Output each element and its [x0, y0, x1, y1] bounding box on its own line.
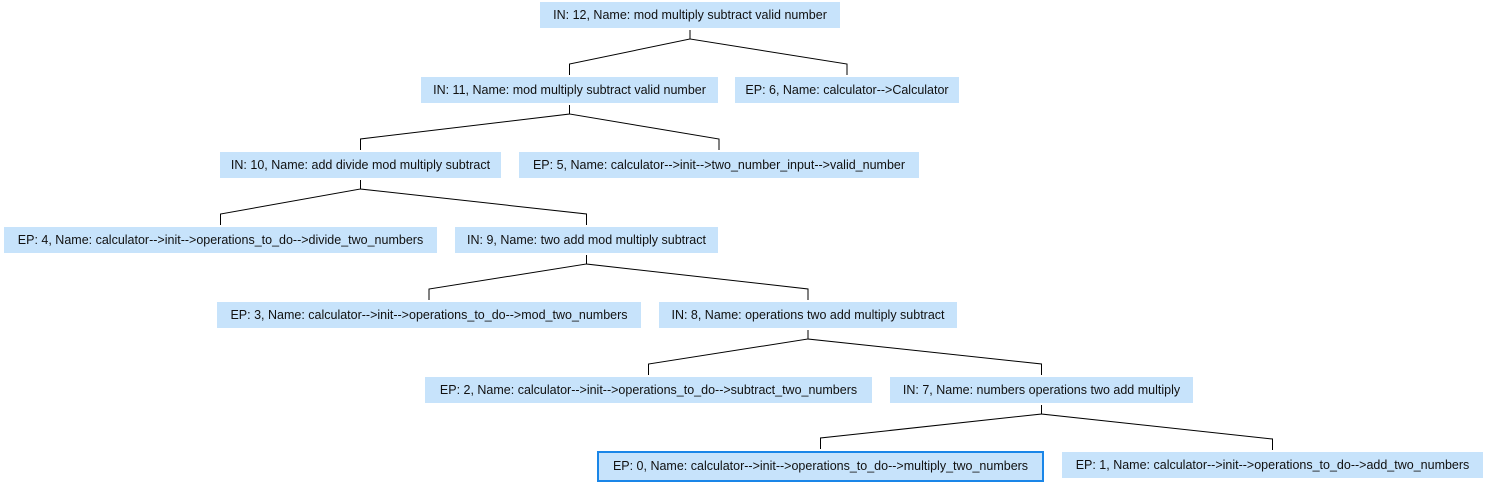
tree-edge-in12-ep6: [689, 30, 848, 75]
tree-node-ep-2[interactable]: EP: 2, Name: calculator-->init-->operati…: [425, 377, 872, 403]
tree-node-ep-4[interactable]: EP: 4, Name: calculator-->init-->operati…: [4, 227, 437, 253]
tree-node-ep-3[interactable]: EP: 3, Name: calculator-->init-->operati…: [217, 302, 641, 328]
tree-edge-in9-ep3: [428, 255, 587, 300]
tree-node-in-11[interactable]: IN: 11, Name: mod multiply subtract vali…: [421, 77, 718, 103]
tree-edge-in10-ep4: [220, 180, 361, 225]
tree-edge-in8-ep2: [648, 330, 809, 375]
tree-node-in-10[interactable]: IN: 10, Name: add divide mod multiply su…: [220, 152, 501, 178]
tree-node-ep-0[interactable]: EP: 0, Name: calculator-->init-->operati…: [597, 451, 1044, 482]
tree-edge-in7-ep1: [1041, 405, 1273, 450]
tree-node-ep-6[interactable]: EP: 6, Name: calculator-->Calculator: [735, 77, 959, 103]
tree-edge-in12-in11: [569, 30, 691, 75]
tree-node-in-12[interactable]: IN: 12, Name: mod multiply subtract vali…: [540, 2, 840, 28]
tree-node-in-8[interactable]: IN: 8, Name: operations two add multiply…: [659, 302, 957, 328]
tree-edge-in7-ep0: [820, 405, 1042, 449]
tree-edge-in8-in7: [807, 330, 1042, 375]
tree-edge-in11-ep5: [569, 105, 720, 150]
tree-edge-in11-in10: [360, 105, 570, 150]
tree-edge-in10-in9: [360, 180, 587, 225]
tree-node-in-7[interactable]: IN: 7, Name: numbers operations two add …: [890, 377, 1193, 403]
tree-node-ep-5[interactable]: EP: 5, Name: calculator-->init-->two_num…: [519, 152, 919, 178]
tree-edge-in9-in8: [586, 255, 809, 300]
tree-node-in-9[interactable]: IN: 9, Name: two add mod multiply subtra…: [455, 227, 718, 253]
tree-node-ep-1[interactable]: EP: 1, Name: calculator-->init-->operati…: [1062, 452, 1483, 478]
